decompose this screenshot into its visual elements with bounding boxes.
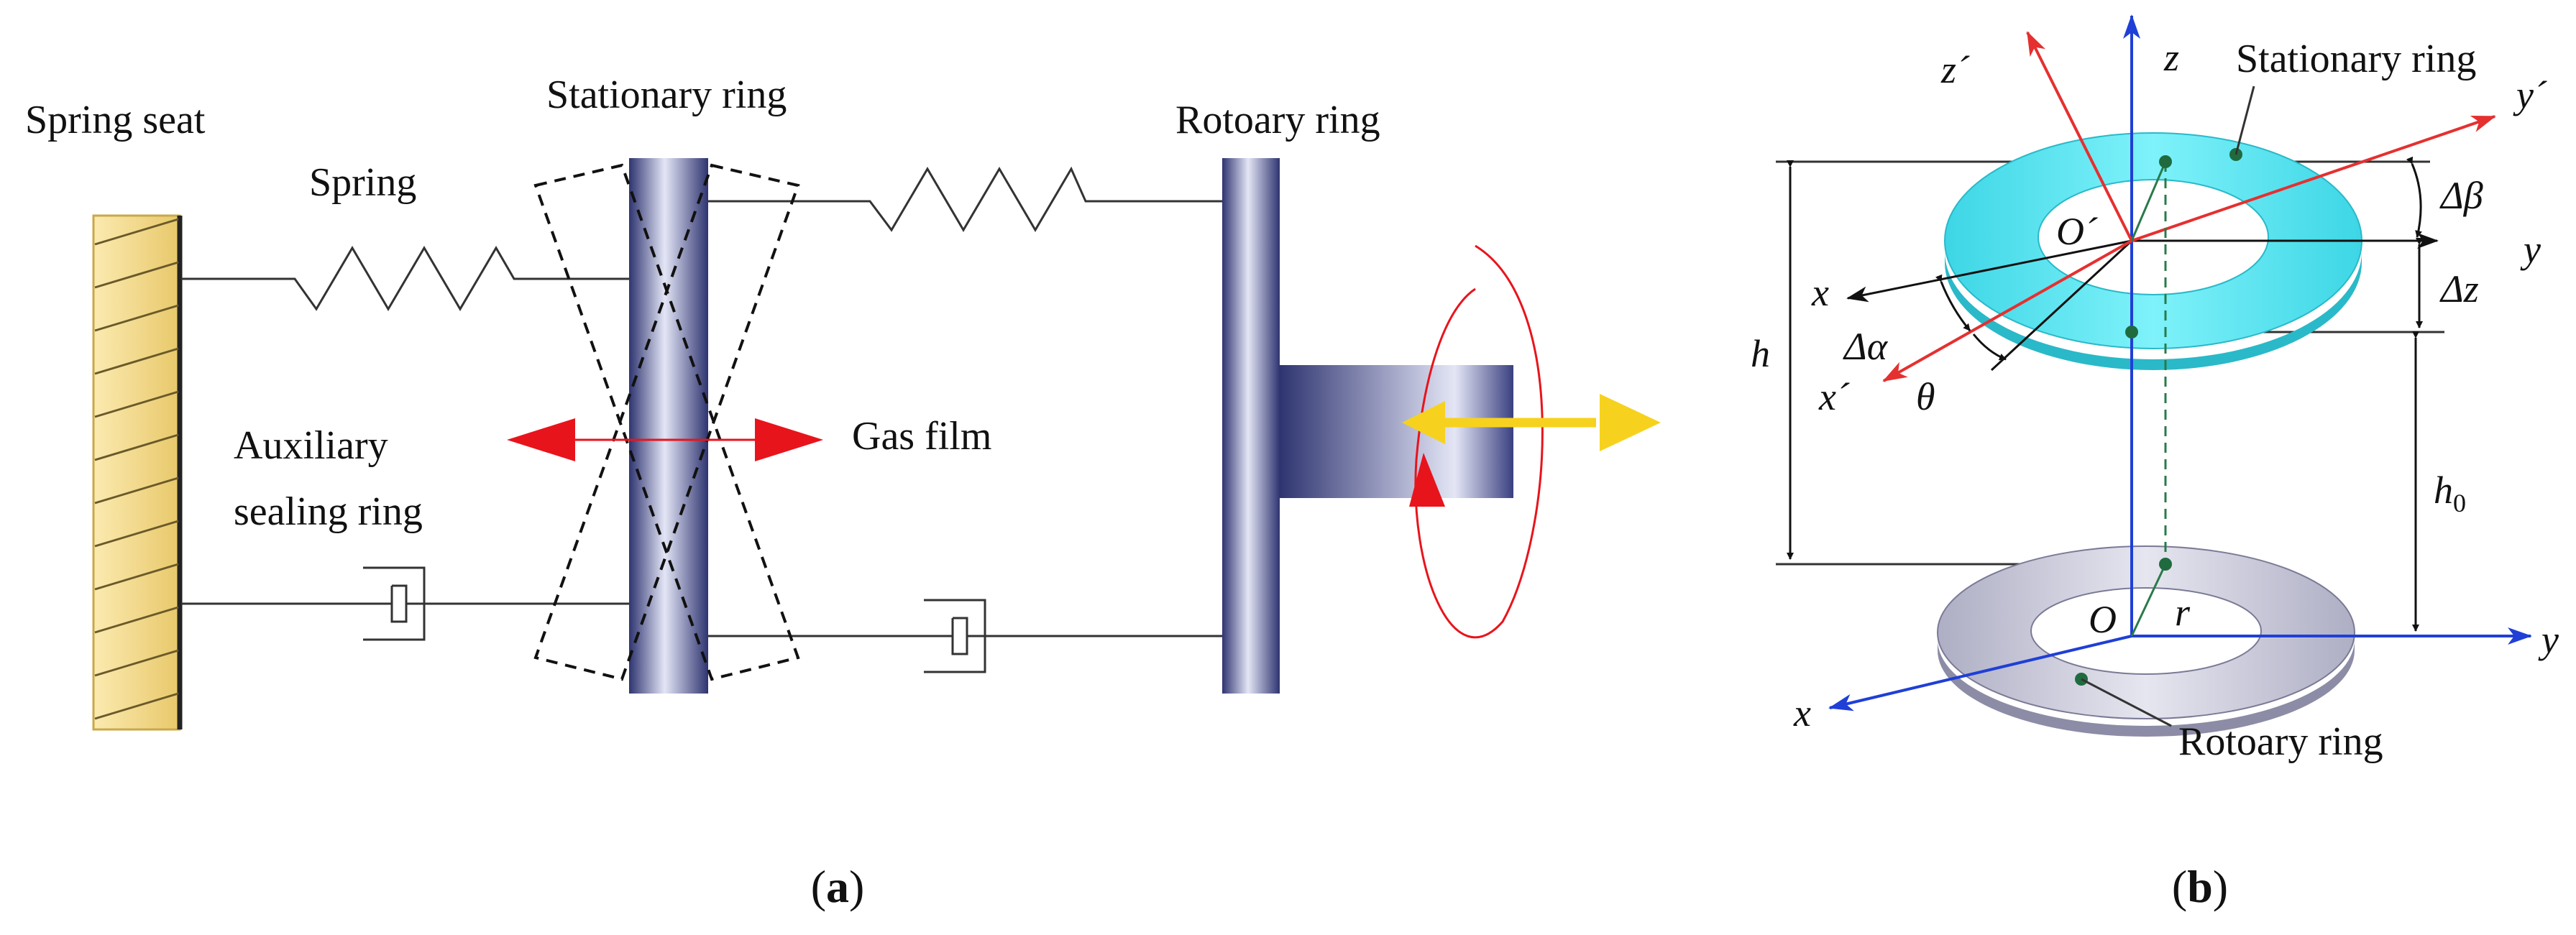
- label-auxiliary-2: sealing ring: [234, 489, 423, 534]
- spring-seat: [92, 214, 183, 731]
- label-h: h: [1751, 332, 1770, 375]
- dot-stationary-edge: [2159, 155, 2172, 168]
- label-o-prime: O´: [2056, 210, 2098, 253]
- label-o: O: [2089, 598, 2117, 641]
- radius-line-top: [2130, 161, 2167, 241]
- label-y-bottom: y: [2538, 618, 2559, 661]
- label-spring: Spring: [309, 160, 416, 205]
- rotation-ellipse: [1414, 244, 1544, 639]
- gas-film-arrow: [507, 418, 823, 461]
- axial-arrow: [1402, 394, 1661, 451]
- dim-theta: [1972, 333, 2007, 361]
- label-gas-film: Gas film: [852, 414, 991, 459]
- caption-b: (b): [2172, 861, 2228, 912]
- tilt-outlines: [533, 163, 800, 681]
- leader-stationary: [2234, 86, 2255, 155]
- axis-z-prime: [2026, 31, 2133, 241]
- rotation-arrowhead: [1409, 453, 1445, 507]
- label-x-bottom: x: [1793, 691, 1811, 734]
- leader-rotary: [2081, 678, 2172, 727]
- axis-y-prime: [2131, 115, 2496, 242]
- label-theta: θ: [1916, 375, 1935, 418]
- dot-center-stationary: [2125, 326, 2138, 338]
- label-y-top: y: [2520, 228, 2541, 271]
- radius-line: [2130, 563, 2167, 637]
- axis-x-bottom: [1828, 635, 2132, 711]
- panel-b: Stationary ring Rotoary ring z´ z y´ y y…: [1751, 14, 2559, 912]
- label-stationary-ring-a: Stationary ring: [546, 73, 787, 117]
- dot-rotary-edge: [2159, 558, 2172, 571]
- label-x-top: x: [1811, 271, 1829, 314]
- spring-left: [181, 246, 629, 311]
- auxiliary-seal-right: [708, 599, 1222, 673]
- auxiliary-seal-left: [181, 566, 629, 641]
- theta-line: [1990, 239, 2133, 372]
- label-z: z: [2163, 36, 2179, 79]
- label-y-prime: y´: [2513, 73, 2547, 116]
- axis-x-prime: [1882, 239, 2132, 382]
- panel-a: Spring seat Spring Stationary ring Rotoa…: [25, 73, 1661, 912]
- label-rotary-ring-b: Rotoary ring: [2178, 719, 2383, 764]
- dim-dbeta: [2406, 156, 2422, 238]
- caption-a: (a): [811, 861, 865, 912]
- rotary-ring-a: [1222, 158, 1280, 694]
- label-z-prime: z´: [1940, 48, 1970, 91]
- label-r: r: [2175, 591, 2191, 634]
- label-stationary-ring-b: Stationary ring: [2236, 37, 2476, 81]
- label-delta-alpha: Δα: [1843, 325, 1889, 368]
- label-h0: h0: [2434, 469, 2466, 517]
- rotary-shaft: [1280, 365, 1513, 498]
- label-auxiliary-1: Auxiliary: [234, 423, 388, 468]
- rotary-ring-b: [1936, 545, 2356, 737]
- label-delta-z: Δz: [2439, 267, 2479, 310]
- spring-right: [708, 166, 1222, 232]
- stationary-ring-b: [1943, 132, 2363, 370]
- axis-x-top: [1846, 239, 2132, 303]
- label-rotary-ring-a: Rotoary ring: [1175, 98, 1380, 142]
- label-x-prime: x´: [1818, 375, 1850, 418]
- label-delta-beta: Δβ: [2439, 174, 2483, 217]
- dim-dalpha: [1935, 274, 1971, 331]
- stationary-ring-a: [629, 158, 708, 694]
- label-spring-seat: Spring seat: [25, 98, 206, 142]
